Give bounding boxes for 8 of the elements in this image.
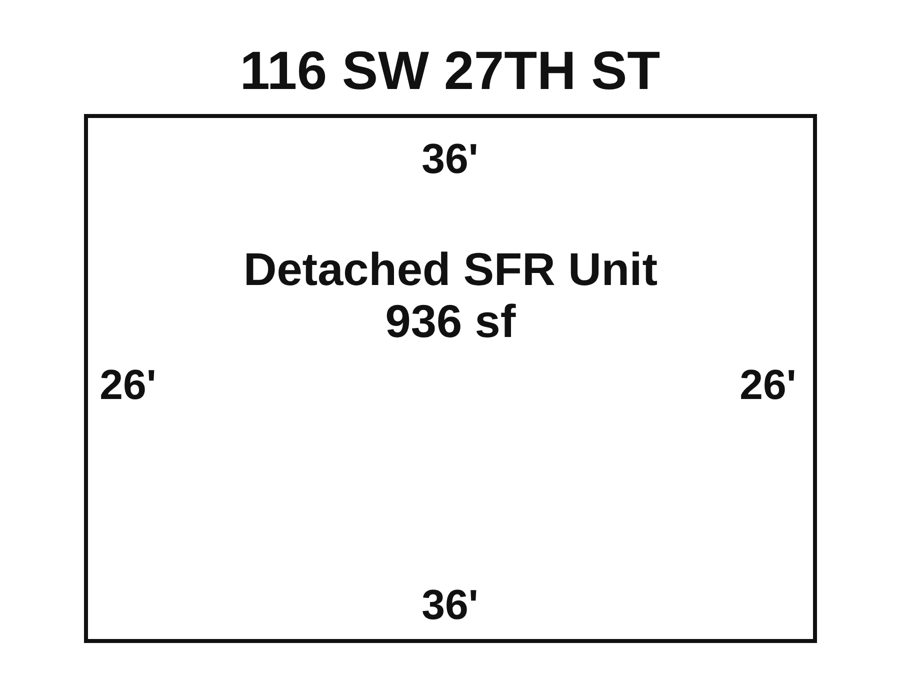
area-label: 936 sf bbox=[385, 298, 516, 344]
dimension-label: 26' bbox=[100, 364, 156, 406]
dimension-label: 36' bbox=[422, 138, 478, 180]
dimension-label: 36' bbox=[422, 584, 478, 626]
unit-label: Detached SFR Unit bbox=[243, 246, 658, 292]
building-outline bbox=[84, 114, 817, 643]
dimension-label: 26' bbox=[740, 364, 796, 406]
title: 116 SW 27TH ST bbox=[238, 44, 662, 98]
